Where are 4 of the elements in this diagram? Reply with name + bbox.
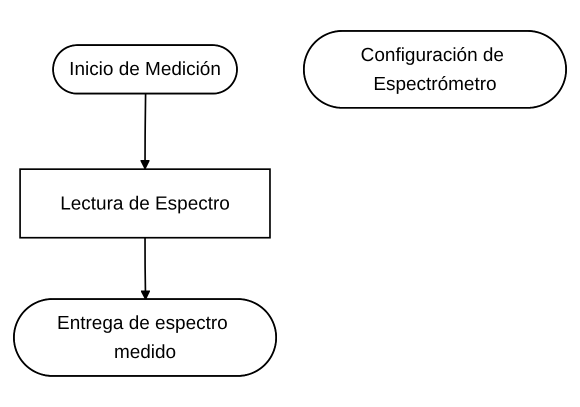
flowchart: Inicio de Medición Configuración de Espectrómetro Lectura de Espectro Entrega de espectro medido (5, 22, 575, 385)
node-box (19, 168, 271, 239)
arrow (140, 94, 150, 170)
arrow (140, 238, 150, 300)
